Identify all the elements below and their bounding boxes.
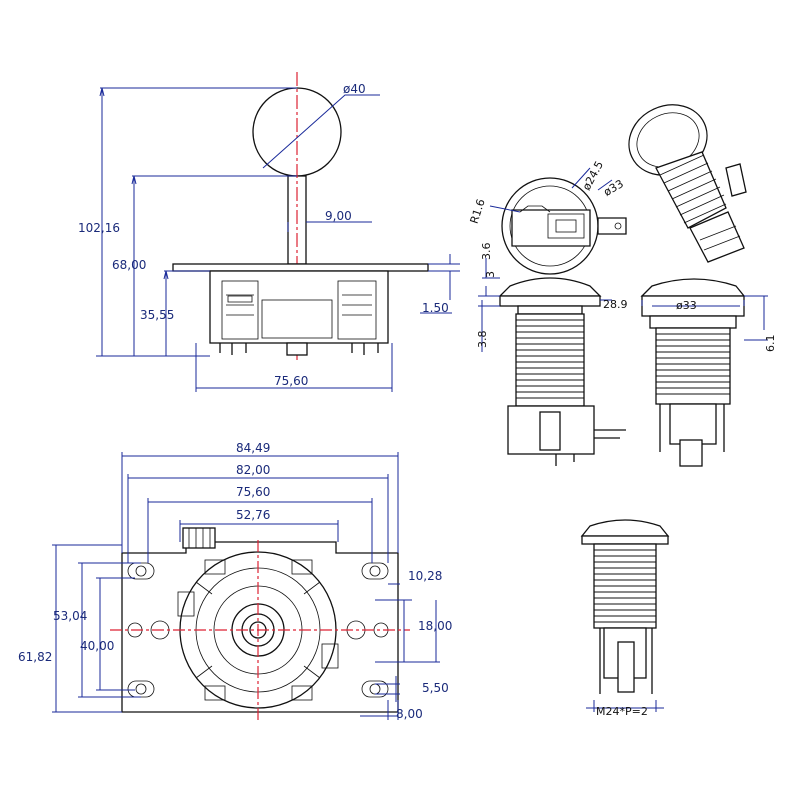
dim-ball-diameter: ø40 bbox=[343, 82, 366, 96]
dim-flange-offset: 3.8 bbox=[476, 331, 489, 349]
button-top-view: R1.6 ø24.5 ø33 bbox=[468, 159, 627, 275]
base-housing bbox=[209, 270, 389, 344]
dim-shaft-width: 9,00 bbox=[325, 209, 352, 223]
dim-edge-offset: 8,00 bbox=[396, 707, 423, 721]
dim-height-holes: 53,04 bbox=[53, 609, 87, 623]
button-front-view: ø33 6.1 bbox=[640, 278, 777, 467]
dim-thread-spec: M24*P=2 bbox=[596, 705, 648, 718]
dim-slot-height: 18,00 bbox=[418, 619, 452, 633]
dim-base-height: 35,55 bbox=[140, 308, 174, 322]
dim-width-outer: 84,49 bbox=[236, 441, 270, 455]
dim-hole-diameter: 5,50 bbox=[422, 681, 449, 695]
dim-flange-height: 6.1 bbox=[764, 335, 777, 353]
dim-width-base: 75,60 bbox=[236, 485, 270, 499]
dim-base-width: 75,60 bbox=[274, 374, 308, 388]
dim-outer-diameter: ø33 bbox=[601, 177, 625, 199]
dim-height-inner: 40,00 bbox=[80, 639, 114, 653]
button-small-view: M24*P=2 bbox=[580, 519, 670, 718]
button-side-view: 3.6 3 28.9 3.8 bbox=[476, 243, 628, 466]
dim-height-to-ball: 68,00 bbox=[112, 258, 146, 272]
button-3d-view bbox=[628, 104, 747, 263]
dim-corner-radius: R1.6 bbox=[468, 197, 488, 225]
dim-flange-diameter: ø33 bbox=[676, 299, 697, 312]
dim-cap-height: 3.6 bbox=[480, 243, 493, 261]
dim-width-inner: 52,76 bbox=[236, 508, 270, 522]
dim-plate-thickness: 1.50 bbox=[422, 301, 449, 315]
dim-cap-width: 28.9 bbox=[603, 298, 628, 311]
mounting-plate bbox=[172, 263, 429, 272]
joystick-top-view: 84,49 82,00 75,60 52,76 61,82 53,04 40,0… bbox=[18, 441, 452, 722]
dim-height-outer: 61,82 bbox=[18, 650, 52, 664]
dim-rim-height: 3 bbox=[484, 271, 497, 278]
dim-width-holes: 82,00 bbox=[236, 463, 270, 477]
dim-slot-offset: 10,28 bbox=[408, 569, 442, 583]
dim-total-height: 102,16 bbox=[78, 221, 120, 235]
joystick-side-view: ø40 102,16 68,00 9,00 35,55 75,60 1.50 bbox=[78, 72, 460, 392]
